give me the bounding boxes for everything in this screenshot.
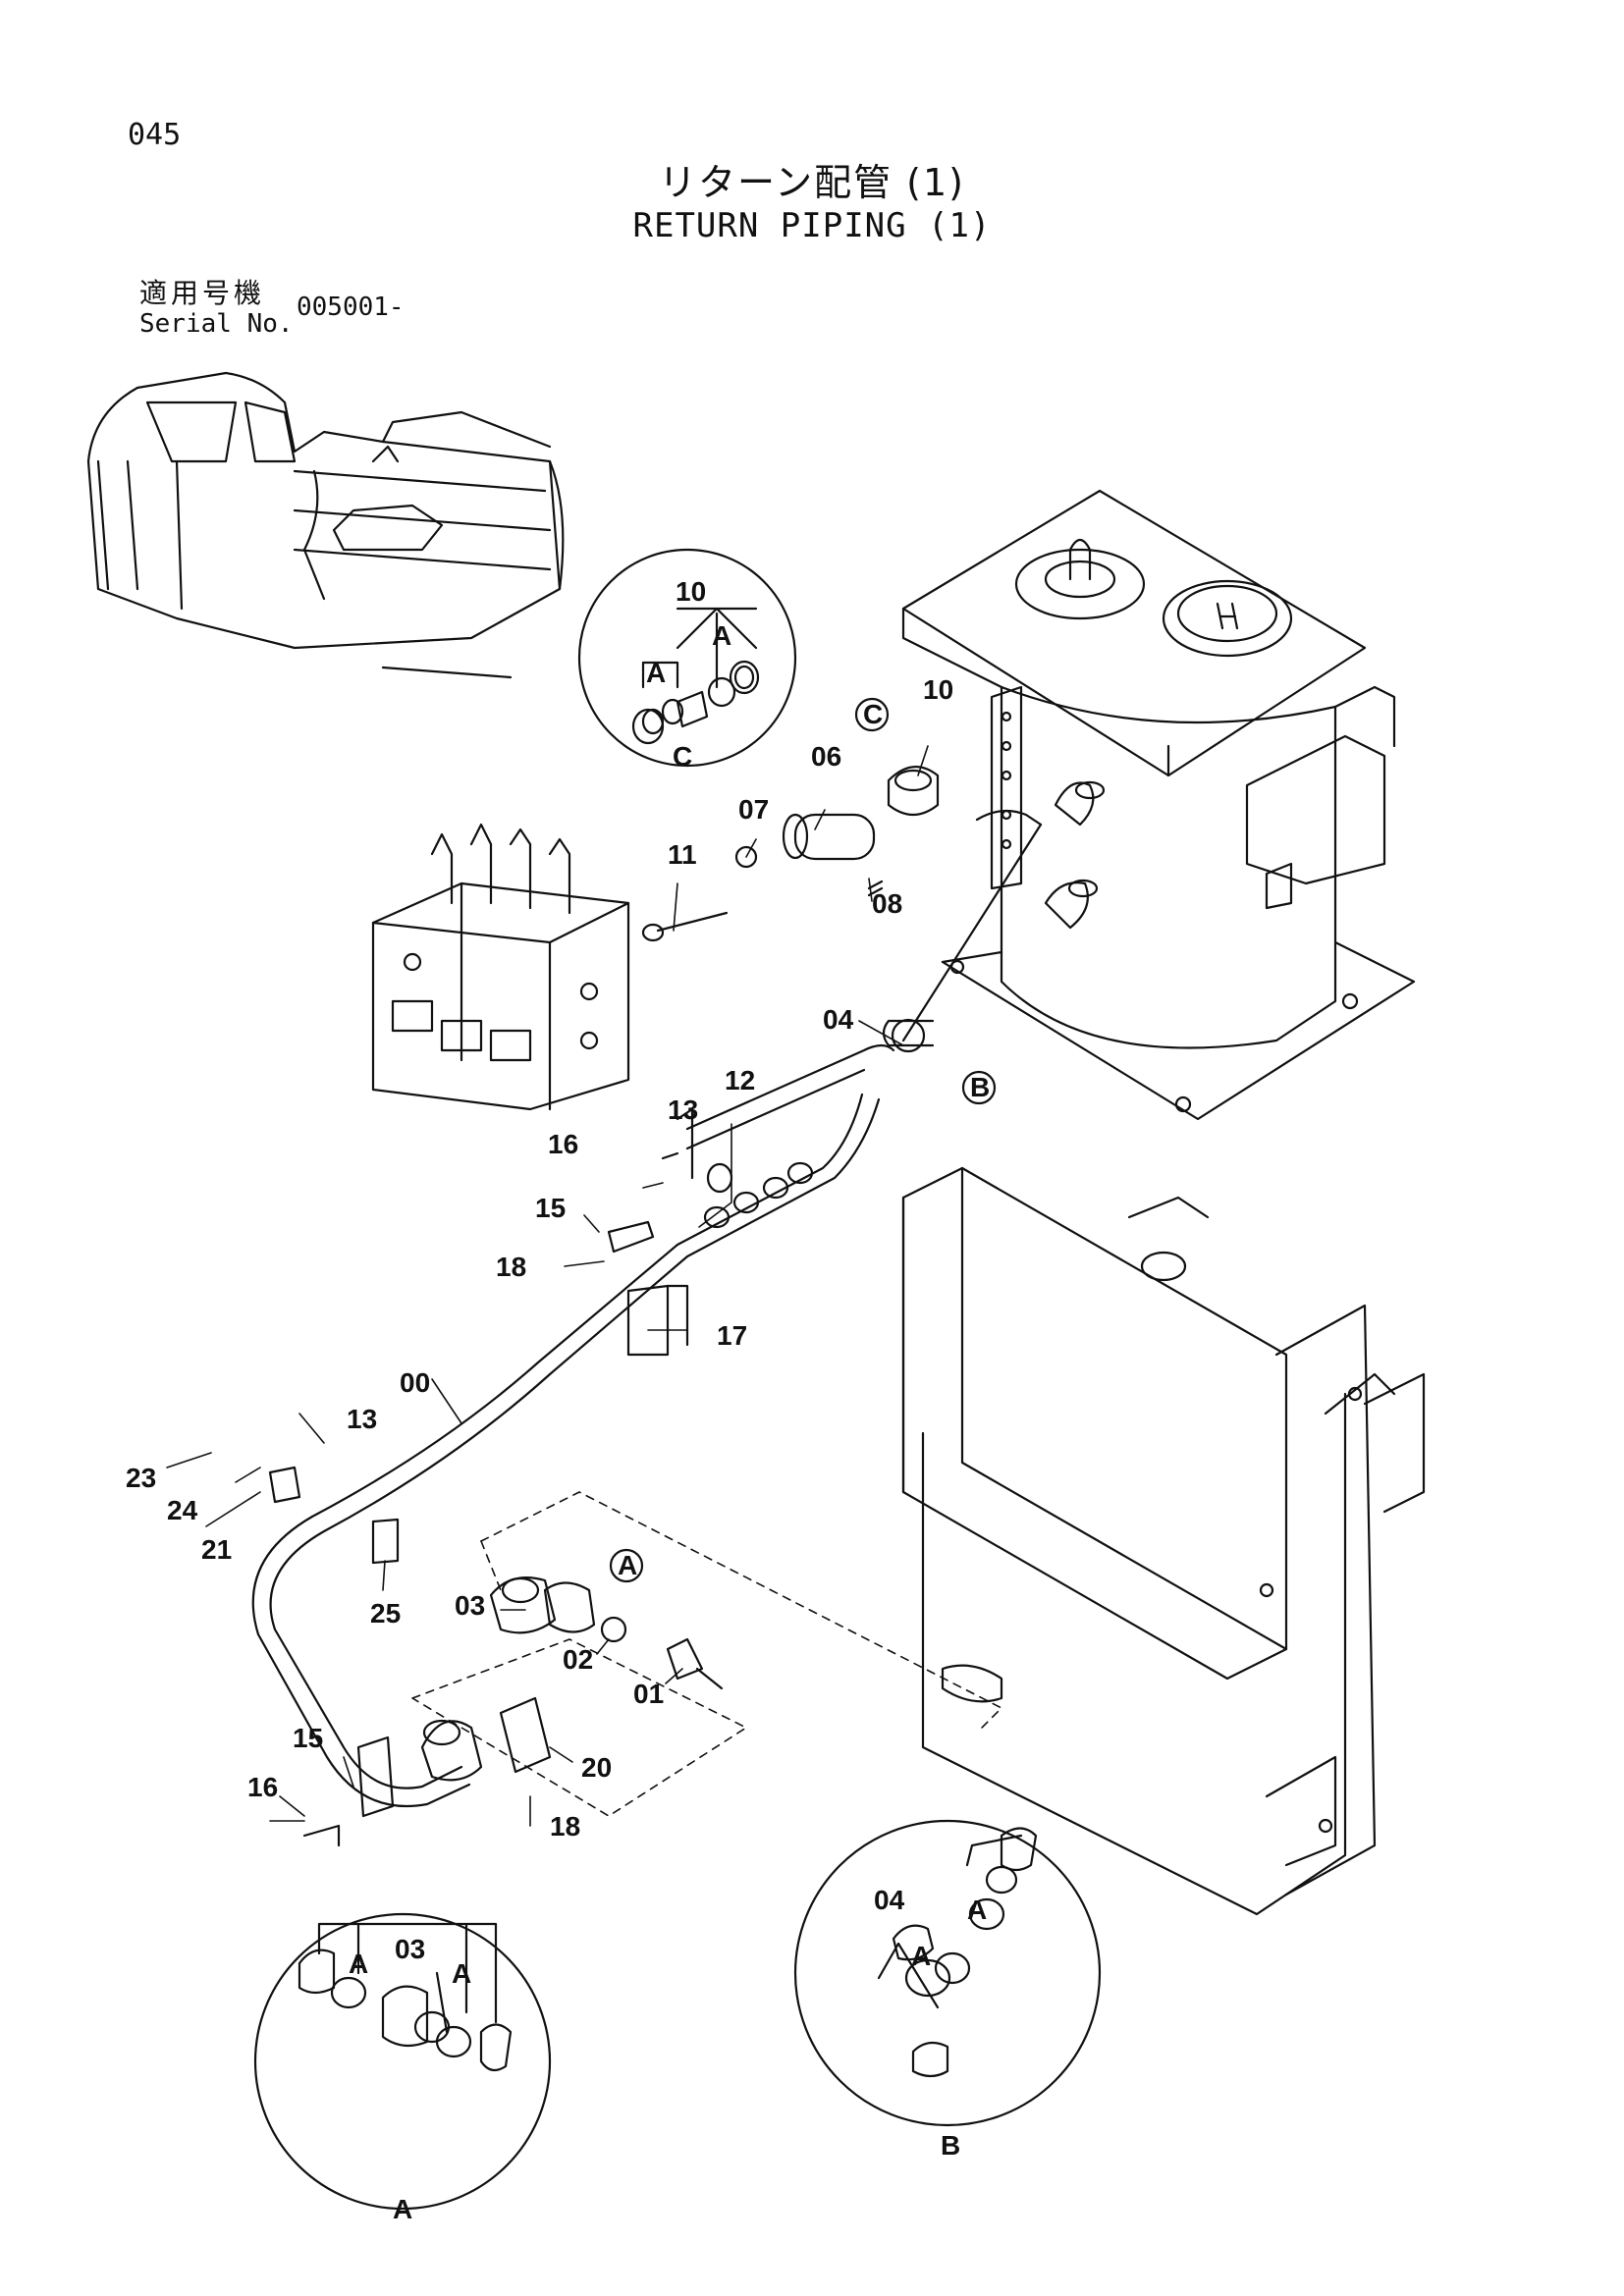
ref-marker-c-text: C [863, 699, 883, 729]
ref-marker-b-text: B [970, 1072, 990, 1102]
callout-04-detail-b: 04 [874, 1885, 905, 1915]
detail-b-a-label-top: A [967, 1895, 987, 1925]
callout-11: 11 [668, 839, 697, 870]
detail-view-c [577, 548, 797, 768]
callout-12: 12 [725, 1065, 755, 1095]
callout-leader-lines [166, 745, 929, 1827]
callout-15-lower: 15 [293, 1723, 323, 1753]
dashed-detail-groups [411, 1491, 1002, 1817]
callout-17: 17 [717, 1320, 747, 1351]
callout-16-lower: 16 [247, 1772, 278, 1802]
detail-c-a-label-left: A [646, 658, 666, 688]
detail-a-a-label-left: A [349, 1949, 368, 1979]
callout-04: 04 [823, 1004, 854, 1035]
detail-view-a [253, 1912, 552, 2211]
detail-label-c: C [673, 741, 692, 772]
control-valve-illustration [371, 823, 630, 1111]
callout-25: 25 [370, 1598, 401, 1629]
callout-03-detail-a: 03 [395, 1934, 425, 1964]
callout-00: 00 [400, 1367, 430, 1398]
callout-01: 01 [633, 1679, 664, 1709]
page-number: 045 [128, 118, 182, 152]
callout-15: 15 [535, 1193, 566, 1223]
callout-18: 18 [496, 1252, 526, 1282]
detail-label-b: B [941, 2130, 960, 2161]
callout-24: 24 [167, 1495, 198, 1525]
oil-cooler-radiator-illustration [901, 1166, 1426, 1916]
excavator-overview-illustration [86, 371, 565, 679]
page-title-english: RETURN PIPING (1) [632, 206, 992, 245]
callout-02: 02 [563, 1644, 593, 1675]
callout-10: 10 [923, 674, 953, 705]
callout-20: 20 [581, 1752, 612, 1783]
callout-03: 03 [455, 1590, 485, 1621]
ref-marker-a-text: A [618, 1550, 637, 1580]
hydraulic-tank-illustration [901, 489, 1416, 1121]
part-sketches [268, 766, 940, 1847]
serial-label-japanese: 適用号機 [139, 277, 266, 309]
callout-06: 06 [811, 741, 841, 772]
callout-numbers: 10 10 06 07 08 11 04 12 13 16 15 18 17 0… [126, 576, 990, 2224]
serial-number-value: 005001- [297, 293, 405, 322]
detail-b-a-label-bottom: A [911, 1941, 931, 1971]
serial-label-english: Serial No. [139, 309, 294, 339]
detail-view-b [793, 1819, 1102, 2127]
callout-10-detail-c: 10 [676, 576, 706, 607]
detail-c-a-label-right: A [712, 620, 731, 651]
callout-07: 07 [738, 794, 769, 825]
callout-18-lower: 18 [550, 1811, 580, 1842]
callout-08: 08 [872, 888, 902, 919]
callout-13-lower: 13 [347, 1404, 377, 1434]
callout-23: 23 [126, 1463, 156, 1493]
callout-16: 16 [548, 1129, 578, 1159]
callout-13: 13 [668, 1095, 698, 1125]
callout-21: 21 [201, 1534, 232, 1565]
detail-a-a-label-right: A [452, 1958, 471, 1989]
detail-label-a: A [393, 2194, 412, 2224]
circled-reference-markers [609, 697, 997, 1583]
page-title-japanese: リターン配管 (1) [658, 161, 965, 204]
